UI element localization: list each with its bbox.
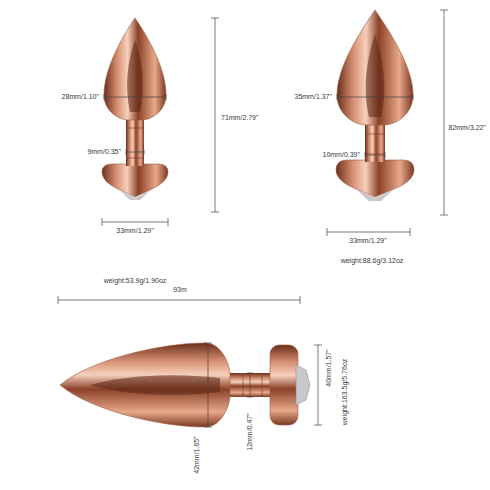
dimension-label: 93m — [172, 286, 188, 294]
plug-large — [60, 343, 310, 427]
dimension-label: 12mm/0.47" — [246, 412, 254, 452]
dimension-label: 40mm/1.57" — [325, 348, 333, 388]
dimension-label: 35mm/1.37" — [293, 93, 333, 101]
plug-medium — [336, 10, 414, 201]
dimension-label: weight:88.6g/3.12oz — [340, 257, 405, 265]
dimension-label: 82mm/3.22" — [447, 124, 487, 132]
dimension-label: 71mm/2.79" — [220, 114, 260, 122]
dimension-label: weight:163.5g/5.76oz — [341, 358, 349, 427]
dimension-label: 33mm/1.29" — [115, 227, 155, 235]
dimension-label: weight:53.9g/1.90oz — [103, 277, 168, 285]
dimension-lines — [58, 10, 448, 427]
dimension-label: 9mm/0.35" — [86, 148, 122, 156]
dimension-label: 33mm/1.29" — [348, 237, 388, 245]
plug-small — [102, 18, 168, 200]
dimension-label: 42mm/1.65" — [193, 435, 201, 475]
dimension-label: 28mm/1.10" — [60, 93, 100, 101]
dimension-label: 10mm/0.39" — [321, 151, 361, 159]
